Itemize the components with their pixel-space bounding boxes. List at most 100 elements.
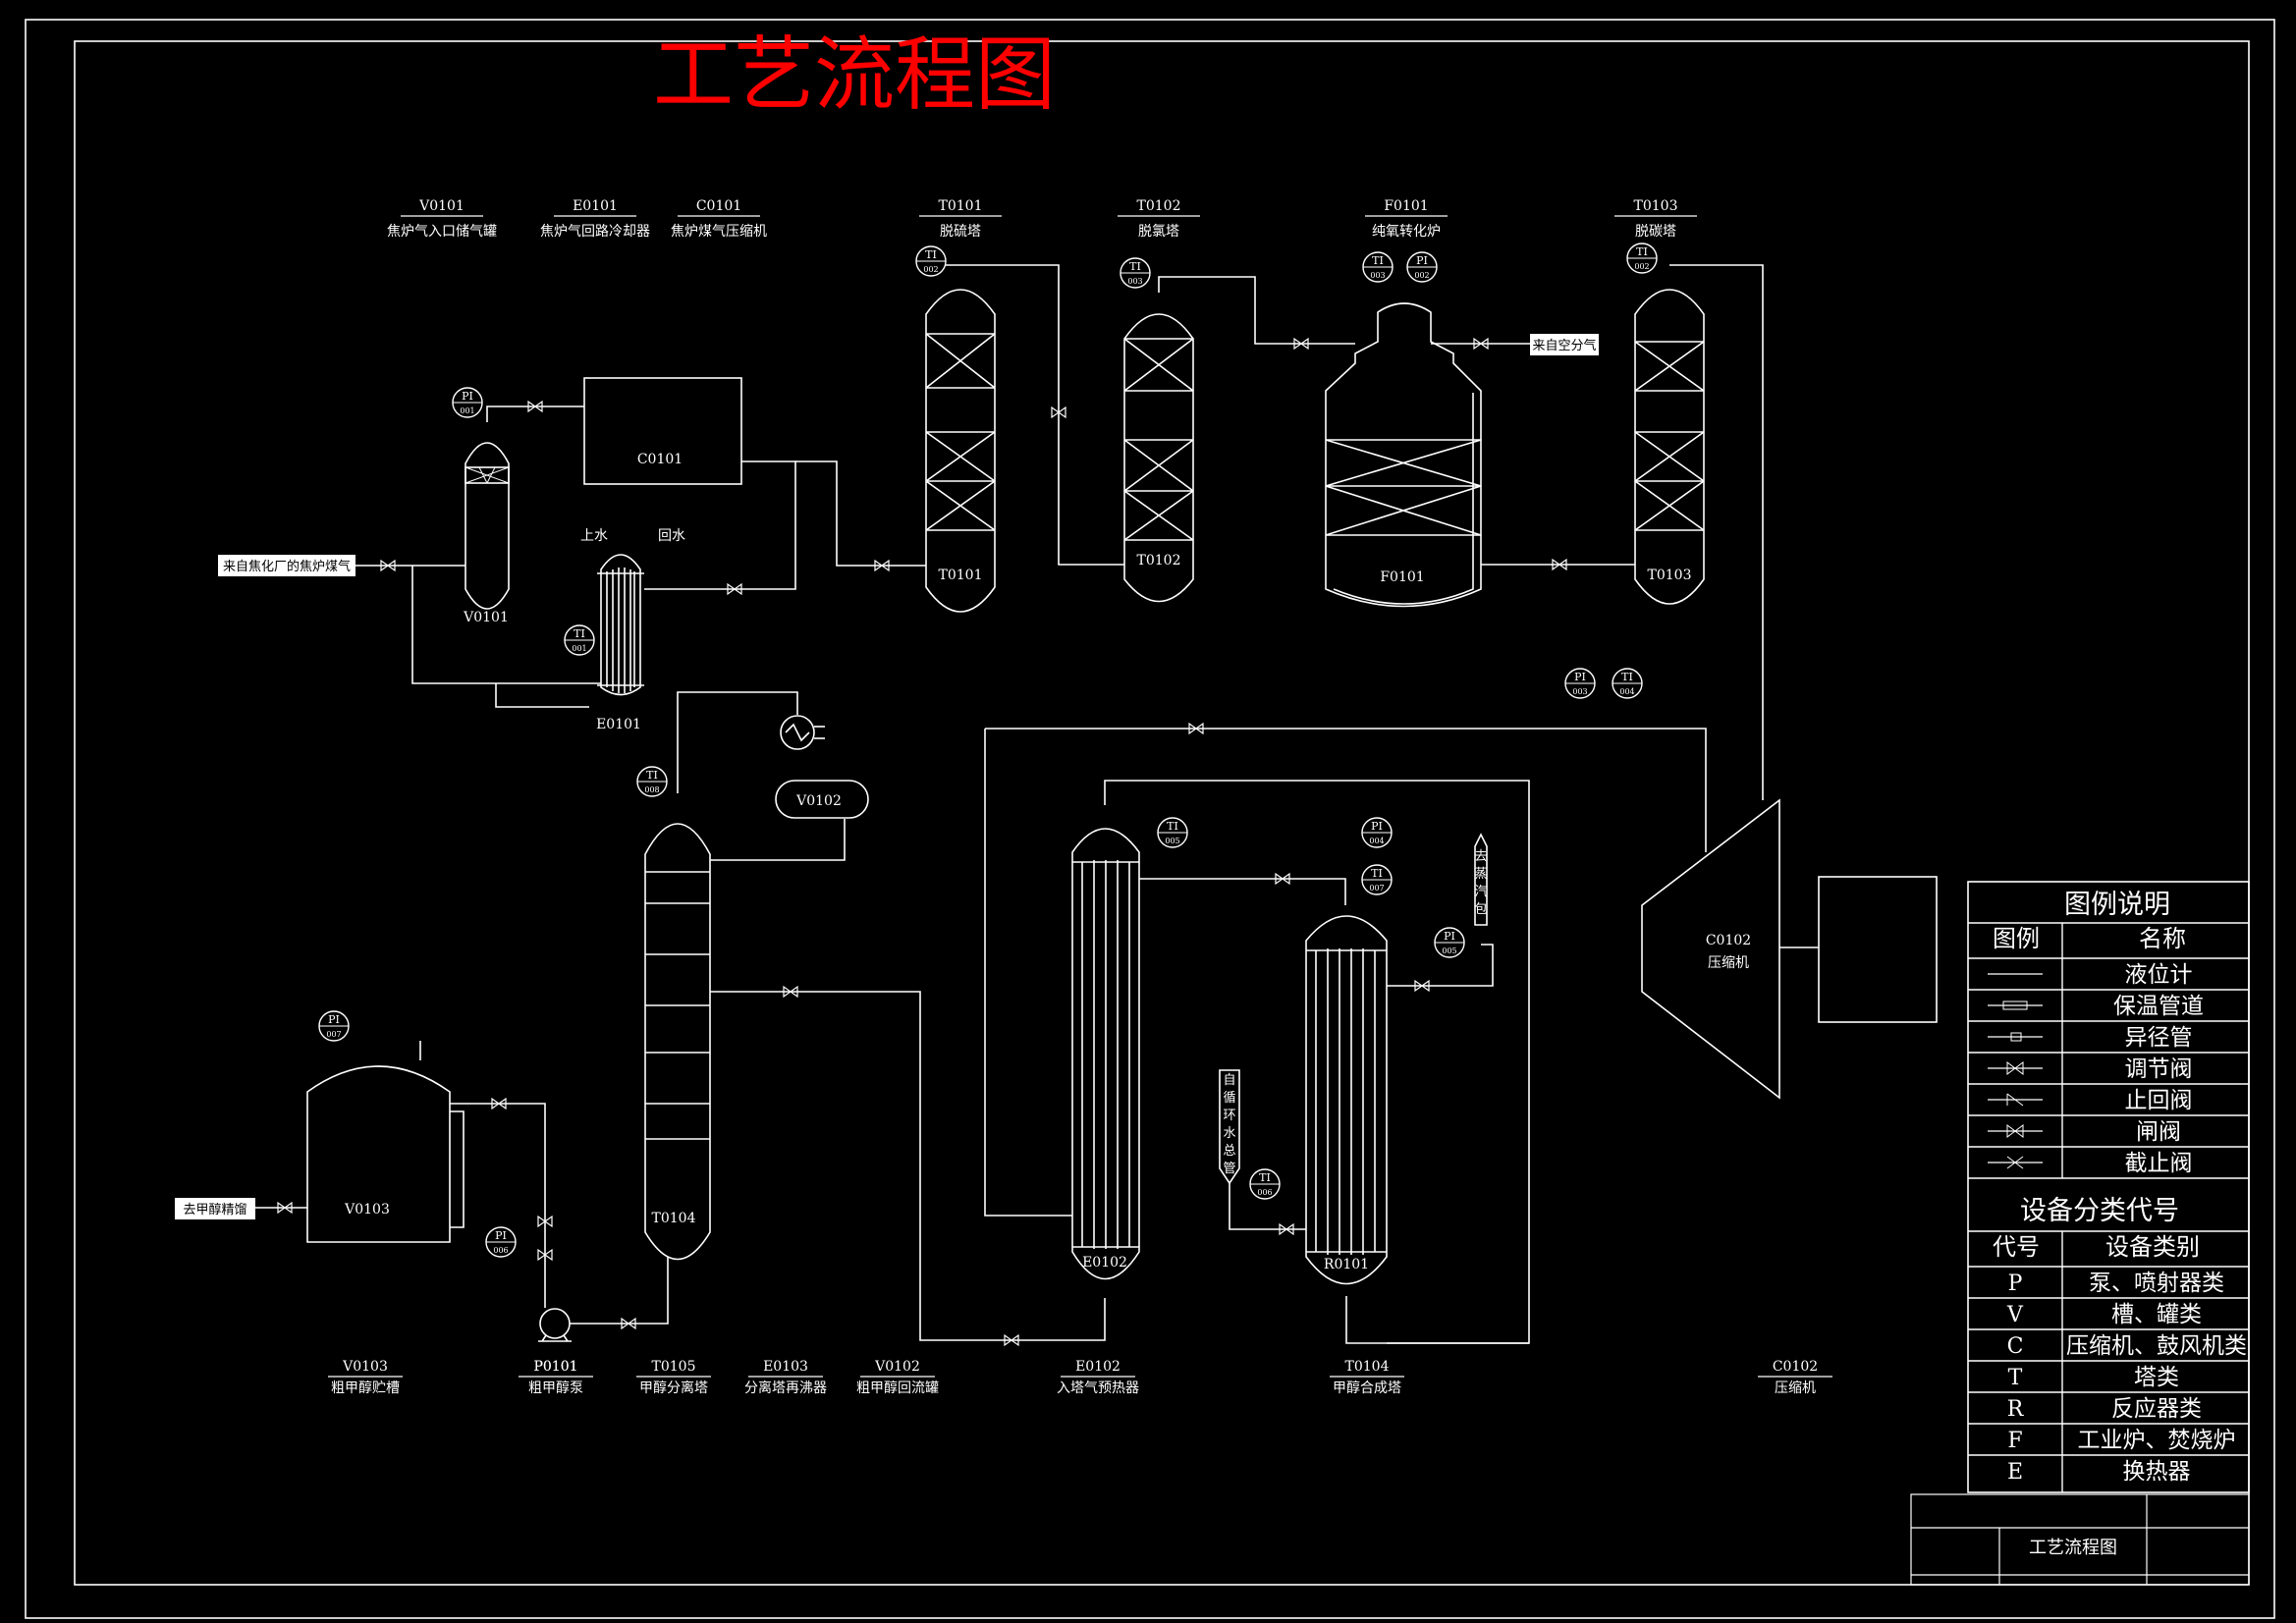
header-equipment-name: 脱氯塔 [1138,224,1179,240]
legend-category: 泵、喷射器类 [2089,1271,2224,1296]
tower-t0103 [1634,289,1705,605]
legend-table: 图例说明图例名称液位计保温管道异径管调节阀止回阀闸阀截止阀设备分类代号代号设备类… [1967,881,2250,1493]
instrument-type: TI [1129,260,1141,273]
vessel-v0101 [465,442,510,610]
legend-col-category: 设备类别 [2105,1233,2200,1261]
drum-v0102 [775,780,869,819]
legend-code: E [2007,1460,2023,1485]
tower-t0101 [925,289,996,613]
footer-equipment-name: 甲醇合成塔 [1333,1380,1401,1396]
instrument-type: TI [1621,671,1633,683]
instrument-number: 001 [572,644,586,653]
equipment-tag: V0103 [344,1202,390,1217]
instrument-number: 003 [1370,271,1385,280]
stream-label-vertical-char: 汽 [1474,885,1487,899]
instrument-number: 002 [1414,271,1429,280]
legend-category: 塔类 [2134,1365,2179,1390]
legend-item-name: 调节阀 [2125,1056,2193,1082]
legend-code: F [2007,1429,2022,1453]
equipment-tag: T0103 [1648,568,1692,583]
instrument-type: TI [1259,1171,1271,1184]
legend-code: P [2008,1271,2023,1296]
legend-item-name: 保温管道 [2113,994,2204,1019]
circ-water-tag [1219,1069,1240,1185]
legend-item-name: 异径管 [2125,1025,2193,1051]
header-equipment-tag: T0103 [1634,198,1678,214]
stream-label-vertical-char: 水 [1223,1126,1235,1141]
footer-equipment-tag: T0104 [1345,1359,1390,1375]
header-equipment-tag: T0102 [1137,198,1181,214]
tank-v0103 [306,1065,465,1243]
equipment-tag: E0101 [596,717,641,732]
footer-equipment-tag: E0103 [763,1359,808,1375]
legend-code: C [2007,1334,2024,1359]
stream-label-vertical-char: 环 [1223,1109,1235,1123]
instrument-number: 005 [1165,837,1179,845]
compressor-c0101 [583,377,742,485]
instrument-number: 004 [1619,687,1634,696]
equipment-tag: V0102 [795,793,842,809]
equipment-tag: C0101 [637,452,683,467]
header-equipment-tag: C0101 [696,198,741,214]
stream-label-water-back: 回水 [658,528,685,544]
instrument-type: TI [925,248,937,261]
instrument-number: 006 [1257,1188,1272,1197]
legend-item-name: 闸阀 [2136,1119,2181,1145]
equipment-tag: V0101 [463,610,509,625]
legend-category: 槽、罐类 [2111,1302,2202,1327]
legend-code: T [2008,1366,2023,1390]
legend-item-name: 液位计 [2125,962,2193,988]
stream-label-methanol-out: 去甲醇精馏 [183,1202,246,1217]
tower-t0105 [644,823,711,1261]
header-equipment-tag: V0101 [418,198,465,214]
equipment-tag: T0101 [939,568,983,583]
legend-col-code: 代号 [1993,1233,2040,1261]
footer-equipment-name: 粗甲醇回流罐 [856,1380,939,1396]
equipment-tag: T0102 [1137,553,1181,568]
title-block-name: 工艺流程图 [2029,1538,2117,1558]
furnace-f0101 [1325,302,1482,608]
stream-label-water-up: 上水 [580,528,608,544]
instrument-type: TI [646,769,658,782]
instrument-type: PI [462,390,473,403]
instrument-number: 002 [923,265,938,274]
legend-category: 换热器 [2123,1459,2191,1485]
instrument-type: PI [1444,930,1455,943]
instrument-type: TI [574,627,585,640]
header-equipment-tag: F0101 [1384,198,1428,214]
footer-equipment-name: 粗甲醇泵 [528,1380,583,1396]
stream-labels: 来自焦化厂的焦炉煤气来自空分气去甲醇精馏上水回水去蒸汽包自循环水总管 [175,334,1599,1219]
equipment-tag: C0102 [1706,933,1751,948]
equipment-tag: 压缩机 [1708,955,1749,971]
footer-equipment-tag: V0103 [342,1359,388,1375]
title-block: 工艺流程图 [1910,1493,2250,1586]
header-equipment-name: 焦炉气入口储气罐 [387,224,497,240]
legend-col-symbol: 图例 [1993,925,2040,952]
tower-t0102 [1123,313,1194,603]
footer-equipment-tag: P0101 [533,1359,577,1375]
legend-code-title: 设备分类代号 [2020,1196,2179,1226]
instrument-number: 005 [1442,947,1456,955]
stream-label-air: 来自空分气 [1532,338,1596,353]
stream-label-vertical-char: 循 [1223,1091,1235,1106]
equipment-tag: T0104 [652,1211,696,1226]
cooler-e0101 [597,554,644,696]
header-equipment-name: 焦炉煤气压缩机 [671,224,767,240]
instrument-type: TI [1371,867,1383,880]
steam-drum-tag [1474,833,1488,926]
instrument-type: TI [1372,254,1384,267]
instrument-number: 002 [1634,262,1649,271]
instrument-type: PI [328,1013,340,1026]
instrument-type: PI [495,1229,507,1242]
legend-item-name: 止回阀 [2125,1088,2193,1113]
legend-code: R [2007,1397,2025,1422]
stream-label-coke-gas: 来自焦化厂的焦炉煤气 [223,559,351,574]
stream-label-vertical-char: 蒸 [1474,867,1487,882]
instrument-type: PI [1416,254,1428,267]
legend-title: 图例说明 [2064,890,2170,920]
instrument-type: TI [1167,820,1178,833]
instrument-number: 006 [493,1246,508,1255]
reboiler-e0103 [780,715,825,750]
